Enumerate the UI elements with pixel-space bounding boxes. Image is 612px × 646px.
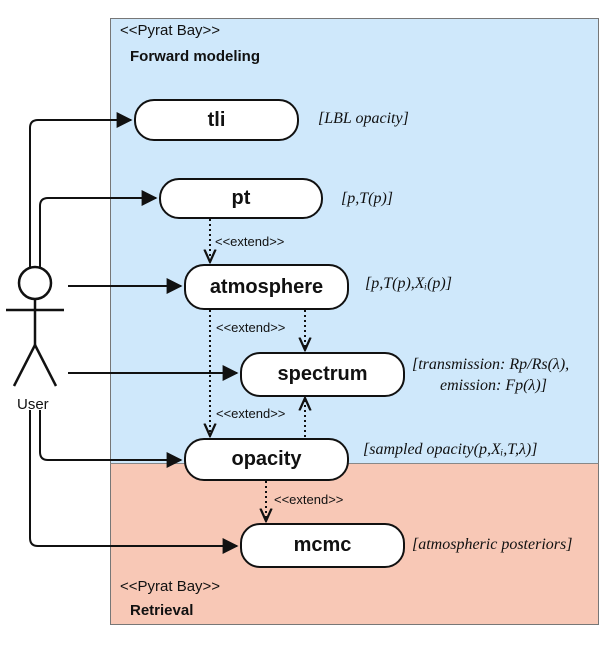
mcmc-note: [atmospheric posteriors]	[412, 536, 573, 553]
use-case-tli[interactable]: tli	[134, 99, 299, 141]
extend-label-pt-atmosphere: <<extend>>	[215, 234, 285, 249]
user-actor-figure	[6, 265, 64, 387]
extend-label-atmosphere-spectrum: <<extend>>	[216, 320, 286, 335]
atmosphere-note: [p,T(p),Xᵢ(p)]	[365, 275, 452, 292]
user-to-tli-line	[29, 112, 133, 268]
forward-package-title: Forward modeling	[130, 48, 261, 65]
forward-package-stereotype: <<Pyrat Bay>>	[120, 22, 221, 39]
use-case-spectrum[interactable]: spectrum	[240, 352, 405, 397]
use-case-opacity[interactable]: opacity	[184, 438, 349, 481]
user-to-mcmc-line	[29, 410, 239, 554]
retrieval-package-stereotype: <<Pyrat Bay>>	[120, 578, 221, 595]
actor-label: User	[17, 396, 49, 413]
extend-label-opacity-mcmc: <<extend>>	[274, 492, 344, 507]
user-to-pt-line	[39, 190, 158, 268]
tli-note: [LBL opacity]	[318, 110, 409, 127]
pt-note: [p,T(p)]	[341, 190, 394, 207]
retrieval-package-title: Retrieval	[130, 602, 194, 619]
extend-label-opacity-spectrum: <<extend>>	[216, 406, 286, 421]
spectrum-note-line2: emission: Fp(λ)]	[440, 377, 547, 394]
user-to-opacity-line	[39, 410, 183, 468]
use-case-mcmc[interactable]: mcmc	[240, 523, 405, 568]
use-case-pt[interactable]: pt	[159, 178, 323, 219]
use-case-atmosphere[interactable]: atmosphere	[184, 264, 349, 310]
opacity-note: [sampled opacity(p,Xᵢ,T,λ)]	[363, 441, 538, 458]
spectrum-note-line1: [transmission: Rp/Rs(λ),	[412, 356, 570, 373]
